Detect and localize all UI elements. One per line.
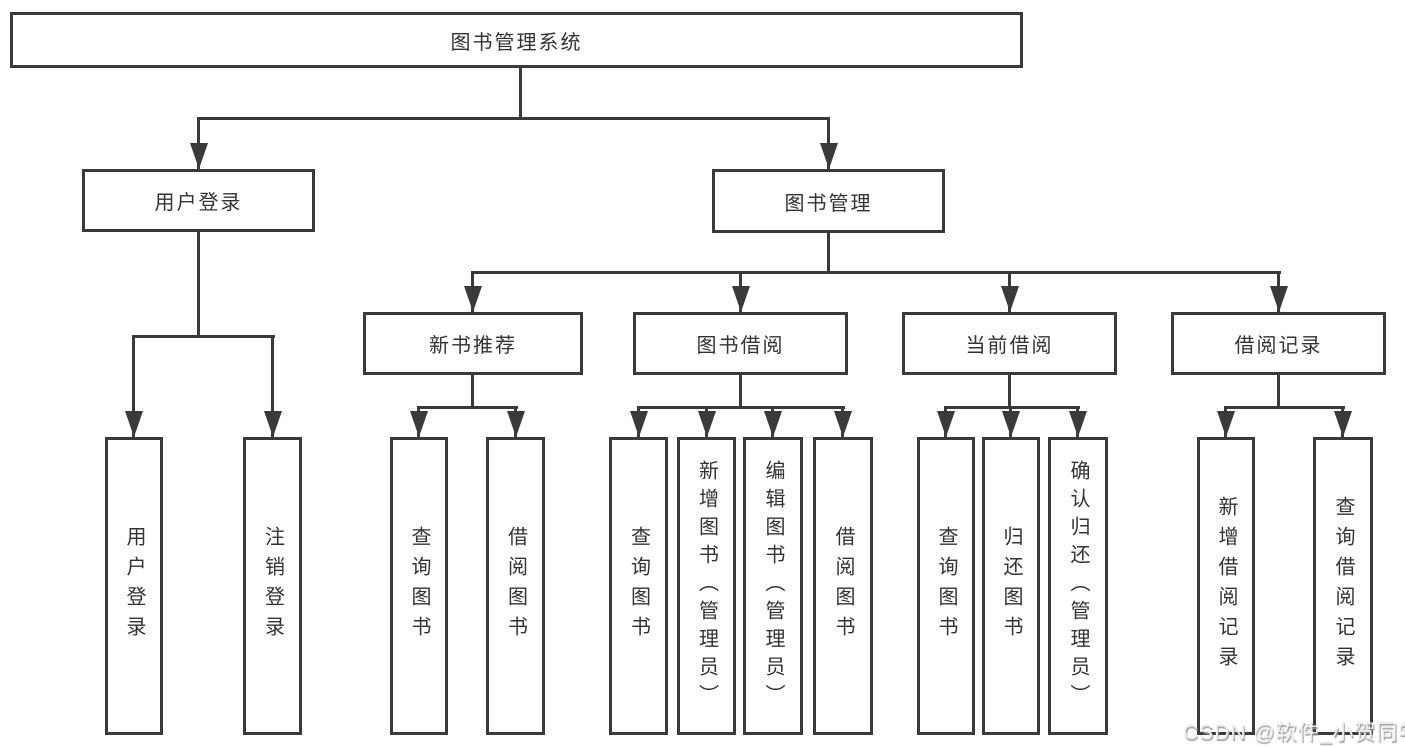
arrow-down-icon xyxy=(125,411,143,437)
node-label: 借阅记录 xyxy=(1234,335,1323,357)
connector-line xyxy=(519,68,522,120)
node-leaf-user-login: 用户登录 xyxy=(105,437,163,735)
arrow-down-icon xyxy=(190,143,208,169)
node-leaf-logout: 注销登录 xyxy=(243,437,302,735)
arrow-down-icon xyxy=(732,286,750,312)
node-leaf-query-borrow-record: 查询借阅记录 xyxy=(1313,437,1373,735)
node-book-management: 图书管理 xyxy=(712,169,945,233)
node-label: 借阅图书 xyxy=(504,526,527,646)
connector-line xyxy=(417,406,518,409)
node-leaf-edit-book-admin: 编辑图书（管理员） xyxy=(743,437,803,735)
connector-line xyxy=(471,375,474,409)
connector-line xyxy=(1008,375,1011,409)
node-borrowing-records: 借阅记录 xyxy=(1171,312,1386,375)
connector-line xyxy=(271,335,274,437)
node-label: 编辑图书（管理员） xyxy=(762,460,784,712)
node-label: 查询图书 xyxy=(627,526,650,646)
connector-line xyxy=(197,232,200,338)
node-book-borrowing: 图书借阅 xyxy=(633,312,848,375)
connector-line xyxy=(944,406,1080,409)
arrow-down-icon xyxy=(410,411,428,437)
arrow-down-icon xyxy=(1270,286,1288,312)
node-leaf-return-book: 归还图书 xyxy=(982,437,1040,735)
node-label: 图书管理 xyxy=(784,192,873,215)
arrow-down-icon xyxy=(1334,411,1352,437)
node-label: 当前借阅 xyxy=(965,335,1054,357)
node-label: 图书借阅 xyxy=(696,335,785,357)
node-label: 新增借阅记录 xyxy=(1215,496,1237,676)
node-leaf-borrow-book-recommend: 借阅图书 xyxy=(486,437,545,735)
connector-line xyxy=(132,335,135,437)
connector-line xyxy=(471,271,1281,274)
arrow-down-icon xyxy=(937,411,955,437)
node-library-system: 图书管理系统 xyxy=(10,12,1023,68)
node-label: 图书管理系统 xyxy=(450,31,583,54)
node-label: 用户登录 xyxy=(123,526,145,646)
arrow-down-icon xyxy=(464,286,482,312)
arrow-down-icon xyxy=(1002,411,1020,437)
connector-line xyxy=(197,117,830,120)
node-leaf-query-book-borrowing: 查询图书 xyxy=(609,437,668,735)
node-label: 注销登录 xyxy=(261,526,284,646)
arrow-down-icon xyxy=(764,411,782,437)
connector-line xyxy=(1224,406,1345,409)
node-current-borrowing: 当前借阅 xyxy=(902,312,1117,375)
node-label: 查询图书 xyxy=(935,526,957,646)
arrow-down-icon xyxy=(1217,411,1235,437)
node-label: 归还图书 xyxy=(1000,526,1022,646)
node-leaf-confirm-return-admin: 确认归还（管理员） xyxy=(1048,437,1108,735)
node-label: 用户登录 xyxy=(154,192,243,214)
node-leaf-query-book-current: 查询图书 xyxy=(917,437,975,735)
arrow-down-icon xyxy=(820,143,838,169)
connector-line xyxy=(1277,375,1280,409)
arrow-down-icon xyxy=(834,411,852,437)
node-label: 查询借阅记录 xyxy=(1332,496,1354,676)
node-label: 查询图书 xyxy=(408,526,430,646)
node-leaf-add-borrow-record: 新增借阅记录 xyxy=(1197,437,1255,735)
connector-line xyxy=(827,233,830,274)
arrow-down-icon xyxy=(630,411,648,437)
node-leaf-add-book-admin: 新增图书（管理员） xyxy=(677,437,736,735)
node-user-login: 用户登录 xyxy=(82,169,315,232)
csdn-watermark: CSDN @软件_小贺同学 xyxy=(1183,721,1405,744)
arrow-down-icon xyxy=(1001,286,1019,312)
node-new-book-recommend: 新书推荐 xyxy=(363,312,583,375)
connector-line xyxy=(739,375,742,409)
arrow-down-icon xyxy=(698,411,716,437)
node-leaf-borrow-book: 借阅图书 xyxy=(813,437,873,735)
arrow-down-icon xyxy=(264,411,282,437)
node-leaf-query-book-recommend: 查询图书 xyxy=(390,437,448,735)
connector-line xyxy=(132,335,275,338)
node-label: 新增图书（管理员） xyxy=(695,460,718,712)
node-label: 新书推荐 xyxy=(429,335,517,357)
arrow-down-icon xyxy=(507,411,525,437)
node-label: 确认归还（管理员） xyxy=(1067,460,1089,712)
node-label: 借阅图书 xyxy=(832,526,854,646)
connector-line xyxy=(637,406,845,409)
arrow-down-icon xyxy=(1069,411,1087,437)
